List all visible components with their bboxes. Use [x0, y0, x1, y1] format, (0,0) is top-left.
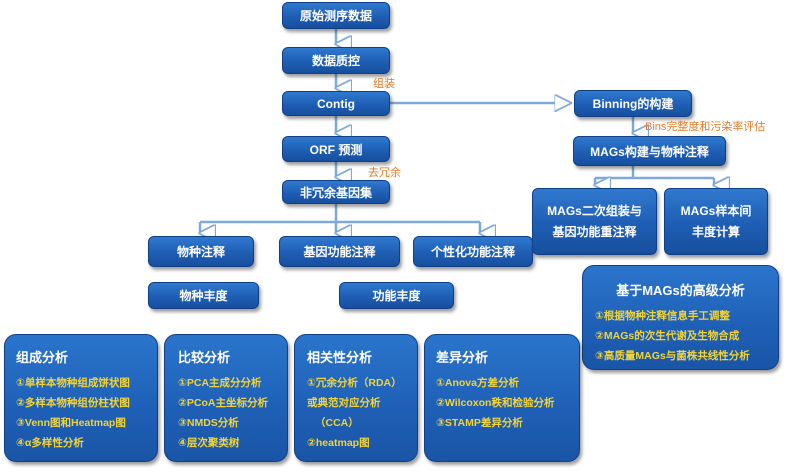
- mags-intersample-box: MAGs样本间 丰度计算: [664, 188, 768, 255]
- mags-advanced-analysis-title: 基于MAGs的高级分析: [616, 283, 745, 298]
- correlation-item: （CCA）: [315, 417, 359, 429]
- personalized-function-annotation-label: 个性化功能注释: [430, 245, 515, 259]
- correlation-item: ①冗余分析（RDA）: [307, 377, 402, 389]
- orf-prediction-box: ORF 预测: [282, 136, 390, 162]
- species-abundance-label: 物种丰度: [179, 289, 228, 303]
- species-abundance-box: 物种丰度: [148, 282, 259, 309]
- mags-reassembly-label-line1: MAGs二次组装与: [547, 203, 642, 218]
- difference-item: ①Anova方差分析: [436, 377, 519, 389]
- mags-advanced-analysis-panel: 基于MAGs的高级分析 ①根据物种注释信息手工调整 ②MAGs的次生代谢及生物合…: [582, 265, 779, 370]
- personalized-function-annotation-box: 个性化功能注释: [413, 236, 533, 267]
- binning-label: Binning的构建: [592, 97, 674, 111]
- correlation-analysis-panel: 相关性分析 ①冗余分析（RDA） 或典范对应分析 （CCA） ②heatmap图: [294, 334, 418, 462]
- binning-box: Binning的构建: [574, 90, 692, 117]
- comparison-analysis-title: 比较分析: [178, 350, 231, 365]
- function-abundance-box: 功能丰度: [339, 282, 454, 309]
- bins-evaluation-note: Bins完整度和污染率评估: [645, 121, 766, 133]
- mags-advanced-item: ①根据物种注释信息手工调整: [595, 310, 730, 322]
- correlation-analysis-title: 相关性分析: [307, 350, 373, 365]
- deredundancy-note: 去冗余: [368, 167, 401, 179]
- composition-analysis-title: 组成分析: [16, 350, 69, 365]
- mags-build-box: MAGs构建与物种注释: [573, 136, 726, 166]
- species-annotation-label: 物种注释: [176, 245, 225, 259]
- quality-control-box: 数据质控: [282, 47, 390, 74]
- composition-item: ①单样本物种组成饼状图: [16, 377, 130, 389]
- difference-item: ②Wilcoxon秩和检验分析: [436, 397, 555, 409]
- gene-function-annotation-label: 基因功能注释: [303, 245, 376, 259]
- comparison-item: ④层次聚类树: [178, 437, 240, 449]
- comparison-item: ①PCA主成分分析: [178, 377, 262, 389]
- quality-control-label: 数据质控: [311, 54, 360, 68]
- nonredundant-gene-set-label: 非冗余基因集: [299, 185, 372, 200]
- correlation-item: 或典范对应分析: [307, 397, 381, 409]
- mags-advanced-item: ③高质量MAGs与菌株共线性分析: [595, 350, 750, 362]
- mags-build-label: MAGs构建与物种注释: [590, 144, 709, 159]
- nonredundant-gene-set-box: 非冗余基因集: [282, 180, 390, 204]
- orf-prediction-label: ORF 预测: [309, 142, 363, 157]
- comparison-analysis-panel: 比较分析 ①PCA主成分分析 ②PCoA主坐标分析 ③NMDS分析 ④层次聚类树: [164, 334, 288, 462]
- comparison-item: ②PCoA主坐标分析: [178, 397, 268, 409]
- correlation-item: ②heatmap图: [307, 437, 370, 449]
- mags-reassembly-box: MAGs二次组装与 基因功能重注释: [532, 188, 657, 255]
- composition-item: ②多样本物种组份柱状图: [16, 397, 130, 409]
- mags-intersample-label-line2: 丰度计算: [691, 224, 740, 239]
- difference-analysis-panel: 差异分析 ①Anova方差分析 ②Wilcoxon秩和检验分析 ③STAMP差异…: [424, 334, 580, 462]
- raw-data-box: 原始测序数据: [282, 2, 390, 29]
- raw-data-label: 原始测序数据: [299, 9, 372, 23]
- difference-item: ③STAMP差异分析: [436, 417, 523, 429]
- assembly-note: 组装: [373, 78, 395, 90]
- gene-function-annotation-box: 基因功能注释: [279, 236, 400, 267]
- function-abundance-label: 功能丰度: [372, 289, 421, 303]
- composition-item: ④α多样性分析: [16, 437, 84, 449]
- mags-intersample-label-line1: MAGs样本间: [680, 203, 752, 218]
- comparison-item: ③NMDS分析: [178, 417, 239, 429]
- composition-analysis-panel: 组成分析 ①单样本物种组成饼状图 ②多样本物种组份柱状图 ③Venn图和Heat…: [4, 334, 158, 462]
- contig-box: Contig: [282, 91, 390, 116]
- mags-advanced-item: ②MAGs的次生代谢及生物合成: [595, 330, 740, 342]
- contig-label: Contig: [317, 96, 355, 111]
- composition-item: ③Venn图和Heatmap图: [16, 417, 126, 429]
- mags-reassembly-label-line2: 基因功能重注释: [552, 224, 637, 239]
- difference-analysis-title: 差异分析: [436, 350, 489, 365]
- species-annotation-box: 物种注释: [148, 236, 254, 267]
